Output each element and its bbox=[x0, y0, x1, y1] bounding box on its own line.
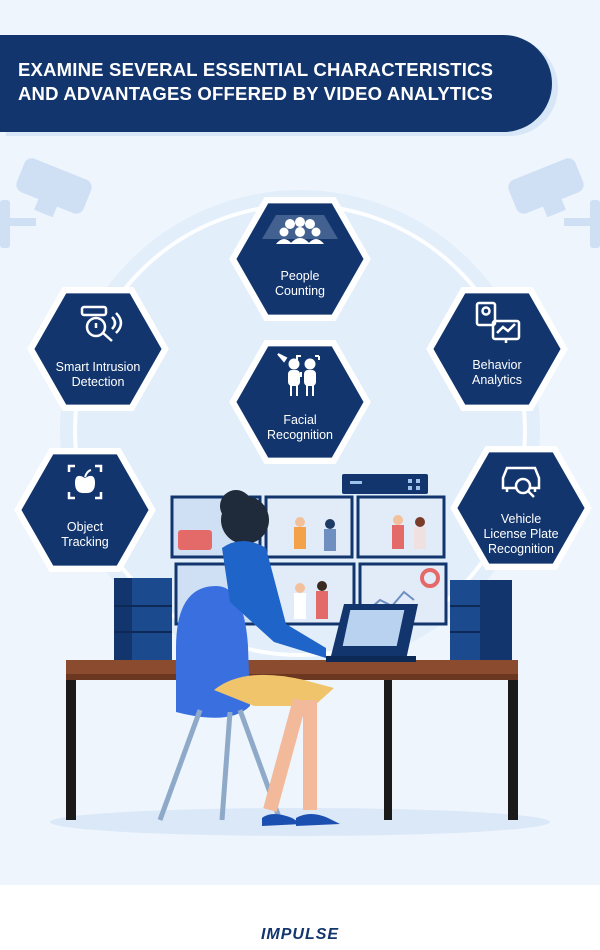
feature-label-line: Detection bbox=[71, 375, 125, 389]
feature-label-line: Analytics bbox=[471, 373, 523, 387]
network-switch bbox=[342, 474, 428, 494]
feature-label-line: Object bbox=[66, 520, 104, 534]
feature-label-line: License Plate bbox=[483, 527, 559, 541]
feature-label-line: Facial bbox=[283, 413, 317, 427]
operator-person bbox=[214, 490, 340, 826]
feature-label-people-counting: People Counting bbox=[240, 269, 360, 299]
feature-label-line: Vehicle bbox=[500, 512, 542, 526]
monitor-analytics-icon bbox=[475, 301, 521, 343]
feature-label-line: Recognition bbox=[266, 428, 333, 442]
feature-hex-smart-intrusion-detection bbox=[31, 290, 165, 408]
feature-hex-people-counting bbox=[233, 200, 367, 318]
apple-focus-icon bbox=[67, 464, 103, 500]
feature-label-line: Tracking bbox=[61, 535, 109, 549]
feature-label-vehicle-license-plate-recognition: Vehicle License Plate Recognition bbox=[461, 512, 581, 557]
desk-top bbox=[66, 660, 518, 674]
feature-label-smart-intrusion-detection: Smart Intrusion Detection bbox=[38, 360, 158, 390]
feature-hex-vehicle-license-plate-recognition bbox=[454, 449, 588, 567]
feature-label-line: People bbox=[280, 269, 320, 283]
car-scan-icon bbox=[501, 466, 541, 498]
title-banner bbox=[0, 35, 552, 132]
feature-hex-object-tracking bbox=[18, 451, 152, 569]
footer bbox=[0, 885, 600, 950]
security-workstation-illustration bbox=[50, 474, 550, 836]
feature-label-object-tracking: Object Tracking bbox=[25, 520, 145, 550]
cctv-camera-left-icon bbox=[0, 158, 92, 248]
feature-hex-facial-recognition bbox=[233, 343, 367, 461]
feature-label-line: Smart Intrusion bbox=[55, 360, 141, 374]
feature-label-line: Behavior bbox=[472, 358, 522, 372]
feature-hex-behavior-analytics bbox=[430, 290, 564, 408]
cctv-camera-right-icon bbox=[508, 158, 600, 248]
page-title: EXAMINE SEVERAL ESSENTIAL CHARACTERISTIC… bbox=[18, 59, 494, 104]
face-scan-icon bbox=[277, 353, 320, 396]
brand-logo-text: IMPULSE bbox=[260, 926, 340, 943]
intrusion-alert-icon bbox=[80, 305, 123, 342]
feature-label-line: Recognition bbox=[487, 542, 554, 556]
feature-label-behavior-analytics: Behavior Analytics bbox=[437, 358, 557, 388]
feature-label-line: Counting bbox=[274, 284, 326, 298]
crowd-icon bbox=[276, 217, 324, 244]
feature-label-facial-recognition: Facial Recognition bbox=[240, 413, 360, 443]
